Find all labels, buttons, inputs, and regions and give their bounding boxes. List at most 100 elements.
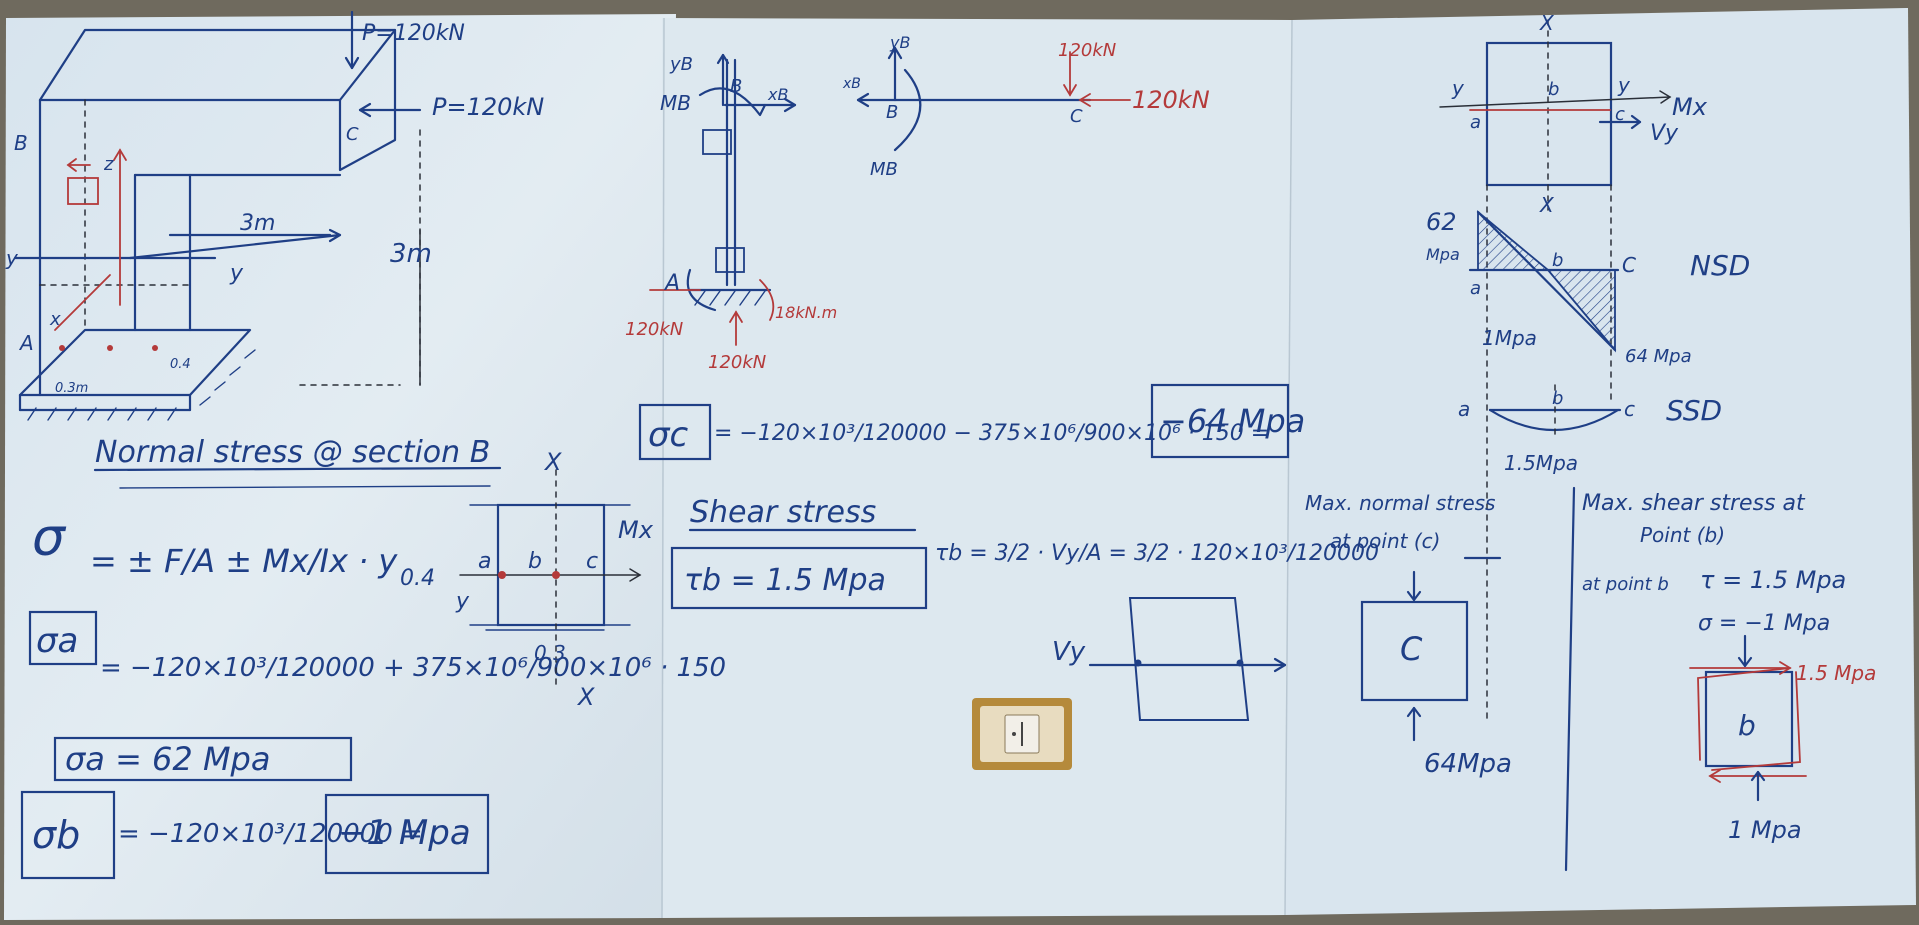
label-y-left: y xyxy=(5,246,19,270)
beam-c: C xyxy=(1070,106,1083,127)
section-mx-label: Mx xyxy=(618,516,654,544)
load-p-top: P=120kN xyxy=(362,21,465,46)
free-body-column xyxy=(649,53,797,346)
fbd-yb: yB xyxy=(669,54,693,75)
fbd-a: A xyxy=(663,271,680,296)
free-body-beam xyxy=(856,46,1131,152)
label-b-frame: B xyxy=(14,131,28,155)
heading-underline xyxy=(93,466,502,472)
section-0.3-label: 0.3 xyxy=(534,641,566,665)
load-p-side: P=120kN xyxy=(432,93,544,121)
sigma-c-result: −64 Mpa xyxy=(1160,402,1305,440)
section-y-label: y xyxy=(455,589,470,614)
sigma-b-box xyxy=(20,790,116,880)
sigma-b-result: −1 Mpa xyxy=(338,813,471,853)
section-0.4-label: 0.4 xyxy=(400,566,435,591)
beam-yb: yB xyxy=(889,33,910,52)
max-normal-element xyxy=(1360,600,1469,702)
label-y-right: y xyxy=(229,261,244,286)
fbd-react-120-up: 120kN xyxy=(708,352,766,373)
shear-element-b xyxy=(1689,634,1807,802)
formula-general-sigma: σ xyxy=(32,508,67,568)
dim-3m-vertical: 3m xyxy=(390,239,432,269)
fbd-react-18: 18kN.m xyxy=(775,303,837,322)
fbd-xb: xB xyxy=(767,85,788,104)
max-normal-arrowhead-bottom xyxy=(1406,706,1422,718)
sec3-mx: Mx xyxy=(1672,93,1708,121)
paper-sheet-left xyxy=(4,14,676,920)
elem-1.5: 1.5 Mpa xyxy=(1796,661,1876,685)
nsd-1mpa: 1Mpa xyxy=(1482,326,1537,350)
tau-formula: τb = 3/2 · Vy/A = 3/2 · 120×10³/120000 xyxy=(935,541,1379,566)
max-normal-c: C xyxy=(1400,630,1423,668)
fbd-b: B xyxy=(730,76,742,97)
beam-b: B xyxy=(886,102,898,123)
elem-b-label: b xyxy=(1738,709,1756,742)
nsd-a: a xyxy=(1470,278,1481,299)
shear-heading: Shear stress xyxy=(690,495,876,530)
ssd-1.5: 1.5Mpa xyxy=(1504,451,1578,475)
section-x-top: X xyxy=(543,448,562,476)
nsd-label: NSD xyxy=(1690,249,1750,282)
sec3-y-left: y xyxy=(1451,76,1465,100)
at-point-b-sigma: σ = −1 Mpa xyxy=(1698,611,1830,636)
nsd-64: 64 Mpa xyxy=(1625,346,1692,367)
frame-3d-sketch xyxy=(13,10,422,421)
sigma-a-box xyxy=(28,610,98,666)
section-b-label: b xyxy=(528,549,542,574)
sec3-b: b xyxy=(1548,79,1559,100)
beam-mb: MB xyxy=(870,159,898,180)
section-top-right xyxy=(1439,19,1672,721)
divider-line-left xyxy=(119,485,491,489)
heading-normal-stress-b: Normal stress @ section B xyxy=(95,435,490,470)
cross-section-left xyxy=(459,469,642,691)
section-x-bottom: X xyxy=(576,683,595,711)
sigma-a-rhs: = −120×10³/120000 + 375×10⁶/900×10⁶ · 15… xyxy=(100,653,726,683)
dim-0.3m: 0.3m xyxy=(55,381,88,396)
section-c-label: c xyxy=(586,549,598,574)
vertical-divider-right xyxy=(1564,486,1576,872)
sec3-y-right: y xyxy=(1617,73,1631,97)
sigma-a-result: σa = 62 Mpa xyxy=(65,740,270,778)
beam-xb: xB xyxy=(842,76,861,92)
shear-stress-diagram xyxy=(1488,384,1622,441)
dim-0.4: 0.4 xyxy=(170,357,191,372)
tau-result: τb = 1.5 Mpa xyxy=(684,563,886,598)
elem-1mpa: 1 Mpa xyxy=(1728,816,1802,844)
sigma-b-lhs: σb xyxy=(32,813,80,857)
dim-3m-horizontal: 3m xyxy=(240,211,275,236)
vy-label: Vy xyxy=(1052,637,1086,667)
max-shear-point: Point (b) xyxy=(1640,523,1725,547)
sigma-a-lhs: σa xyxy=(36,621,78,661)
beam-load-left: 120kN xyxy=(1132,86,1210,114)
at-point-b-tau: τ = 1.5 Mpa xyxy=(1700,566,1846,594)
fbd-mb: MB xyxy=(660,91,691,115)
ssd-label: SSD xyxy=(1666,394,1722,427)
sec3-vy: Vy xyxy=(1650,121,1679,146)
label-a-frame: A xyxy=(18,331,34,355)
label-z-frame: z xyxy=(103,154,114,175)
ssd-b: b xyxy=(1552,388,1563,409)
sigma-c-rhs: = −120×10³/120000 − 375×10⁶/900×10⁶ · 15… xyxy=(714,421,1269,446)
normal-stress-diagram xyxy=(1468,210,1620,353)
label-c-frame: C xyxy=(346,124,359,145)
max-shear-heading: Max. shear stress at xyxy=(1582,491,1806,516)
nsd-b: b xyxy=(1552,250,1563,271)
sec3-a: a xyxy=(1470,112,1481,133)
max-normal-64: 64Mpa xyxy=(1424,749,1512,779)
sigma-b-result-box xyxy=(324,793,490,875)
sec3-c: c xyxy=(1615,104,1625,125)
paper-sheet-right xyxy=(1285,8,1916,915)
sec3-x-bottom: X xyxy=(1539,193,1555,217)
sigma-c-box xyxy=(638,403,712,461)
fbd-react-120-left: 120kN xyxy=(625,319,683,340)
max-normal-point: at point (c) xyxy=(1330,529,1440,553)
ssd-c: c xyxy=(1624,397,1635,421)
sigma-b-rhs: = −120×10³/120000 = xyxy=(118,819,423,849)
nsd-62: 62 xyxy=(1426,208,1457,236)
shear-section-sketch xyxy=(1088,597,1287,721)
sec3-x-top: X xyxy=(1539,11,1555,35)
sigma-c-lhs: σc xyxy=(648,415,689,455)
max-normal-arrowhead-top xyxy=(1406,590,1422,602)
